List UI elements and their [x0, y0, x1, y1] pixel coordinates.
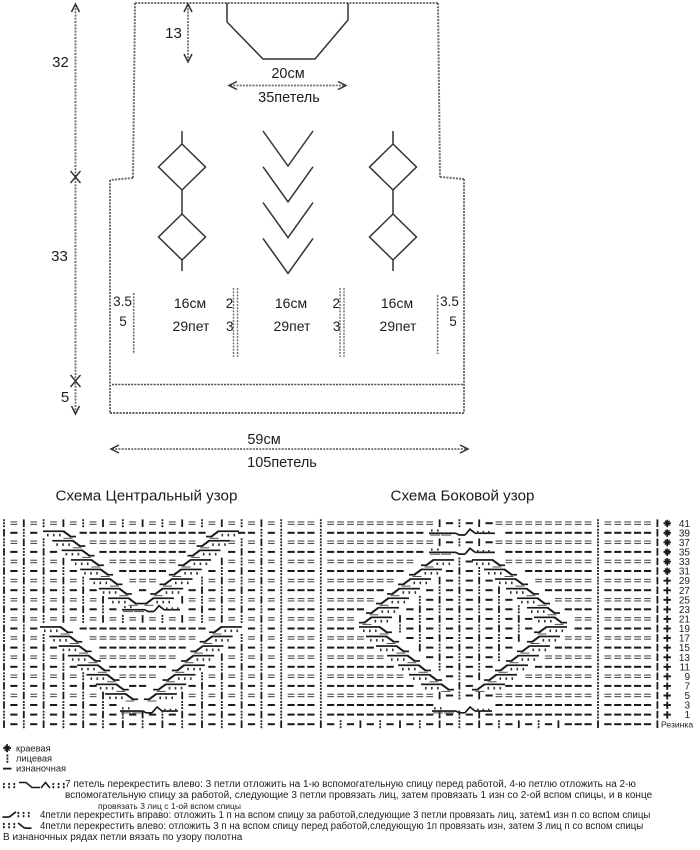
svg-text:3.5: 3.5 — [113, 294, 132, 309]
svg-text:29пет: 29пет — [380, 318, 417, 334]
svg-text:5: 5 — [119, 314, 127, 329]
svg-text:17: 17 — [679, 634, 691, 645]
svg-text:29пет: 29пет — [274, 318, 311, 334]
svg-text:Резинка: Резинка — [661, 719, 693, 729]
svg-text:краевая: краевая — [16, 744, 51, 754]
svg-text:20см: 20см — [271, 66, 304, 82]
svg-text:15: 15 — [679, 643, 691, 654]
svg-text:41: 41 — [679, 519, 691, 530]
svg-text:16см: 16см — [174, 295, 206, 311]
svg-text:Схема Центральный узор: Схема Центральный узор — [56, 488, 238, 505]
svg-text:провязать 3 лиц с 1-ой вспом с: провязать 3 лиц с 1-ой вспом спицы — [98, 801, 241, 811]
svg-text:32: 32 — [52, 54, 69, 71]
svg-text:35петель: 35петель — [258, 90, 320, 106]
svg-text:25: 25 — [679, 595, 691, 606]
svg-text:105петель: 105петель — [247, 455, 317, 471]
svg-text:2: 2 — [333, 296, 341, 311]
svg-text:33: 33 — [51, 248, 68, 265]
svg-text:В изнаночных рядах петли вязат: В изнаночных рядах петли вязать по узору… — [3, 832, 243, 843]
svg-text:5: 5 — [61, 389, 69, 406]
svg-text:3: 3 — [333, 319, 341, 334]
svg-text:2: 2 — [226, 296, 234, 311]
svg-text:27: 27 — [679, 586, 691, 597]
svg-text:33: 33 — [679, 557, 691, 568]
svg-text:3: 3 — [684, 701, 690, 712]
svg-text:4петли перекрестить влево: отл: 4петли перекрестить влево: отложить 3 п … — [40, 821, 643, 832]
svg-text:4петли перекрестить вправо: от: 4петли перекрестить вправо: отложить 1 п… — [40, 810, 650, 821]
svg-text:16см: 16см — [275, 295, 307, 311]
svg-text:Схема Боковой узор: Схема Боковой узор — [391, 488, 535, 505]
svg-text:вспомогательную спицу за работ: вспомогательную спицу за работой, следую… — [65, 789, 653, 801]
svg-text:13: 13 — [165, 25, 182, 42]
svg-text:59см: 59см — [247, 432, 280, 448]
svg-text:5: 5 — [684, 691, 690, 702]
svg-text:1: 1 — [684, 710, 690, 721]
svg-text:5: 5 — [449, 314, 457, 329]
svg-text:21: 21 — [679, 615, 691, 626]
svg-text:16см: 16см — [381, 295, 413, 311]
svg-text:3.5: 3.5 — [440, 294, 459, 309]
svg-text:изнаночная: изнаночная — [16, 764, 66, 774]
svg-text:35: 35 — [679, 548, 691, 559]
svg-text:23: 23 — [679, 605, 691, 616]
svg-text:29пет: 29пет — [173, 318, 210, 334]
svg-text:29: 29 — [679, 576, 691, 587]
svg-text:37: 37 — [679, 538, 691, 549]
svg-text:13: 13 — [679, 653, 691, 664]
svg-text:19: 19 — [679, 624, 691, 635]
svg-text:7 петель перекрестить влево: 3: 7 петель перекрестить влево: 3 петли отл… — [65, 778, 636, 790]
svg-text:3: 3 — [226, 319, 234, 334]
svg-text:11: 11 — [680, 662, 691, 673]
svg-text:9: 9 — [684, 672, 690, 683]
svg-text:31: 31 — [679, 567, 691, 578]
svg-text:лицевая: лицевая — [16, 754, 52, 764]
svg-text:7: 7 — [684, 682, 690, 693]
svg-text:39: 39 — [679, 528, 691, 539]
